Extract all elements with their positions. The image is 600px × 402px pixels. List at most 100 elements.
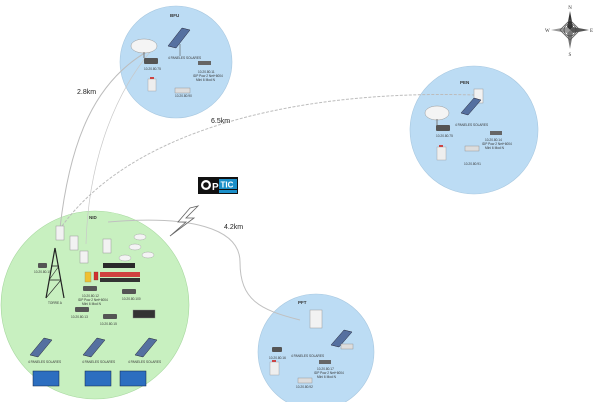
sector-antenna-icon: [309, 309, 323, 329]
router-icon: [272, 347, 282, 352]
switch-icon: [103, 263, 135, 268]
switch-icon: [100, 278, 140, 282]
compass-s: S: [569, 53, 572, 58]
compass-e: E: [590, 29, 593, 34]
router-icon: [436, 125, 450, 131]
switch-icon: [490, 131, 502, 135]
router-icon: [103, 314, 117, 319]
solar-panel-icon: [82, 337, 106, 358]
dish-antenna-icon: [133, 233, 147, 241]
pft-panels: 4 PANELES SOLARES: [291, 354, 324, 358]
pft-site-circle: [257, 293, 375, 402]
bfu-ip-c: 10.20.80.90: [175, 94, 192, 98]
pft-site: PFT 4 PANELES SOLARES 10.20.80.16 10.20.…: [269, 300, 354, 389]
battery-icon: [436, 146, 447, 161]
compass-n: N: [568, 6, 572, 11]
nid-rack: MIni 6 Mod N: [82, 302, 102, 306]
solar-panel-icon: [29, 337, 53, 358]
bfu-label: BFU: [170, 13, 179, 18]
pft-ip-b: 10.20.80.17: [317, 367, 334, 371]
optic-logo: P TIC: [198, 177, 238, 194]
battery-icon: [269, 361, 280, 376]
bfu-panels: 4 PANELES SOLARES: [168, 56, 201, 60]
sector-antenna-icon: [79, 250, 89, 264]
nid-panels-2: 4 PANELES SOLARES: [82, 360, 115, 364]
bfu-site: BFU 4 PANELES SOLARES 10.20.80.75 10.20.…: [130, 13, 223, 98]
pen-ip-c: 10.20.80.91: [464, 162, 481, 166]
pen-panels: 4 PANELES SOLARES: [455, 123, 488, 127]
sector-antenna-icon: [102, 238, 112, 254]
nid-label: NID: [89, 215, 98, 220]
modem-icon: [132, 309, 156, 319]
link-label-bfu: 2.8km: [77, 89, 96, 96]
switch-icon: [100, 272, 140, 277]
nid-ip-e: 10.20.80.15: [100, 322, 117, 326]
pen-site-circle: [409, 65, 539, 195]
link-label-pft: 4.2km: [224, 224, 243, 231]
dish-antenna-icon: [118, 254, 132, 262]
link-pft: [107, 219, 301, 321]
link-bfu-2: [85, 51, 151, 245]
battery-bank-icon: [84, 370, 112, 387]
solar-panel-icon: [134, 337, 158, 358]
sector-antenna-icon: [55, 225, 65, 241]
bfu-radio: IDP Pow 2 Net+6004: [193, 74, 223, 78]
compass-rose: N S E W: [545, 6, 593, 58]
pen-radio: IDP Pow 2 Net+6004: [482, 142, 512, 146]
nid-panels-1: 4 PANELES SOLARES: [28, 360, 61, 364]
logo-p: P: [212, 182, 219, 193]
dish-antenna-icon: [141, 251, 155, 259]
switch-icon: [198, 61, 211, 65]
bfu-ip-b: 10.20.80.11: [198, 70, 215, 74]
link-bfu: [59, 49, 151, 229]
pft-radio: IDP Pow 2 Net+6004: [314, 371, 344, 375]
nid-radio: IDP Pow 2 Net+6004: [78, 298, 108, 302]
router-icon: [75, 307, 89, 312]
pen-label: PEN: [460, 80, 469, 85]
modem-icon: [174, 87, 191, 94]
battery-icon: [147, 78, 157, 92]
router-icon: [83, 286, 97, 291]
modem-icon: [464, 145, 480, 152]
pen-rack: MIni 6 Mod N: [485, 146, 505, 150]
dish-antenna-icon: [424, 105, 450, 125]
pen-ip-b: 10.20.80.14: [485, 138, 502, 142]
compass-w: W: [545, 29, 550, 34]
link-pen: [61, 94, 475, 227]
pen-site: PEN 4 PANELES SOLARES 10.20.80.75 10.20.…: [424, 80, 512, 166]
logo-tic: TIC: [221, 181, 234, 190]
camera-icon: [38, 263, 47, 268]
switch-icon: [319, 360, 331, 364]
dish-antenna-icon: [130, 38, 158, 58]
nid-panels-3: 4 PANELES SOLARES: [128, 360, 161, 364]
battery-bank-icon: [119, 370, 147, 387]
pft-ip-a: 10.20.80.16: [269, 356, 286, 360]
solar-panel-icon: [167, 27, 191, 56]
sector-antenna-icon: [69, 235, 79, 251]
nid-ip-b: 10.20.80.12: [82, 294, 99, 298]
dish-antenna-icon: [128, 243, 142, 251]
router-icon: [122, 289, 136, 294]
router-icon: [144, 58, 158, 64]
pft-rack: MIni 6 Mod N: [317, 375, 337, 379]
pft-ip-c: 10.20.80.92: [296, 385, 313, 389]
nid-ip-a: 10.20.80.10: [34, 270, 51, 274]
pen-ip-a: 10.20.80.75: [436, 134, 453, 138]
bfu-ip-a: 10.20.80.75: [144, 67, 161, 71]
modem-icon: [340, 343, 354, 350]
pft-label: PFT: [298, 300, 307, 305]
solar-panel-icon: [330, 329, 353, 348]
battery-icon: [93, 271, 99, 281]
bfu-rack: MIni 6 Mod N: [196, 78, 216, 82]
nid-ip-d: 10.20.80.100: [122, 297, 141, 301]
tower-icon: [45, 247, 65, 299]
nid-ip-c: 10.20.80.13: [71, 315, 88, 319]
lightning-icon: [169, 205, 200, 237]
solar-panel-icon: [460, 97, 482, 116]
nid-site: NID TORRE A 10.20.80.10: [28, 215, 161, 387]
nid-tower-label: TORRE A: [48, 301, 63, 305]
bfu-site-circle: [119, 5, 233, 119]
link-label-pen: 6.5km: [211, 118, 230, 125]
battery-icon: [84, 271, 92, 283]
